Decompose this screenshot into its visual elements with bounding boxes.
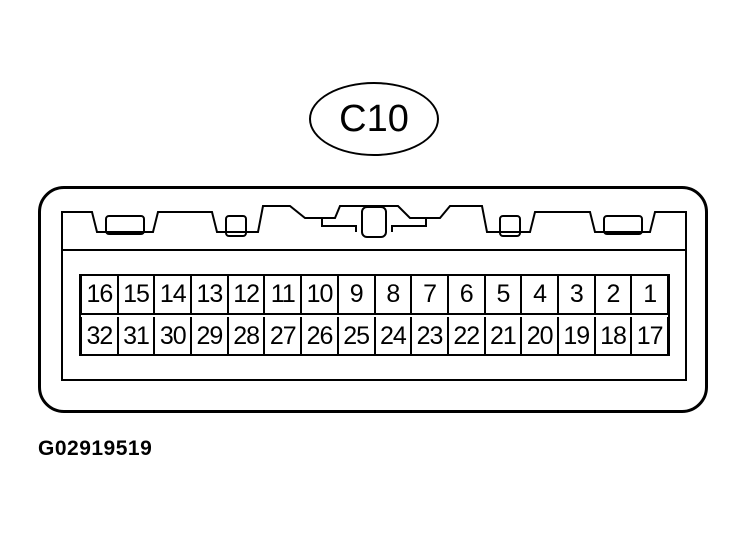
connector-body — [38, 186, 708, 413]
pin-cell: 32 — [80, 317, 117, 355]
pin-cell: 14 — [153, 275, 190, 313]
pin-cell: 26 — [300, 317, 337, 355]
connector-label-oval: C10 — [309, 82, 439, 156]
pin-cell: 11 — [263, 275, 300, 313]
pin-cell: 2 — [593, 275, 631, 313]
pin-cell: 6 — [446, 275, 484, 313]
pin-cell: 16 — [80, 275, 117, 313]
slot-right-large — [603, 215, 643, 235]
pin-cell: 21 — [483, 317, 521, 355]
pin-cell: 3 — [556, 275, 594, 313]
pin-cell: 27 — [263, 317, 300, 355]
pin-cell: 31 — [116, 317, 154, 355]
pin-cell: 19 — [556, 317, 594, 355]
pin-cell: 13 — [190, 275, 227, 313]
pin-cell: 24 — [373, 317, 411, 355]
pin-cell: 28 — [226, 317, 264, 355]
pin-cell: 10 — [300, 275, 337, 313]
pin-cell: 15 — [116, 275, 154, 313]
pin-cell: 5 — [483, 275, 521, 313]
pin-cell: 18 — [593, 317, 631, 355]
pin-cell: 4 — [520, 275, 557, 313]
slot-center — [361, 206, 387, 238]
pin-cell: 23 — [410, 317, 447, 355]
key-left — [321, 218, 357, 232]
key-right — [391, 218, 427, 232]
slot-right-small — [499, 215, 521, 237]
connector-label: C10 — [339, 98, 409, 140]
pin-cell: 29 — [190, 317, 227, 355]
pin-cell: 12 — [226, 275, 264, 313]
pin-cell: 1 — [630, 275, 669, 313]
pin-cell: 9 — [336, 275, 374, 313]
pin-cell: 8 — [373, 275, 411, 313]
pin-cell: 7 — [410, 275, 447, 313]
pin-cell: 20 — [520, 317, 557, 355]
pin-cell: 25 — [336, 317, 374, 355]
figure-code: G02919519 — [38, 437, 153, 460]
pin-cell: 30 — [153, 317, 190, 355]
pin-cell: 17 — [630, 317, 669, 355]
slot-left-large — [105, 215, 145, 235]
pin-cell: 22 — [446, 317, 484, 355]
slot-left-small — [225, 215, 247, 237]
connector-inner-housing — [61, 205, 687, 381]
